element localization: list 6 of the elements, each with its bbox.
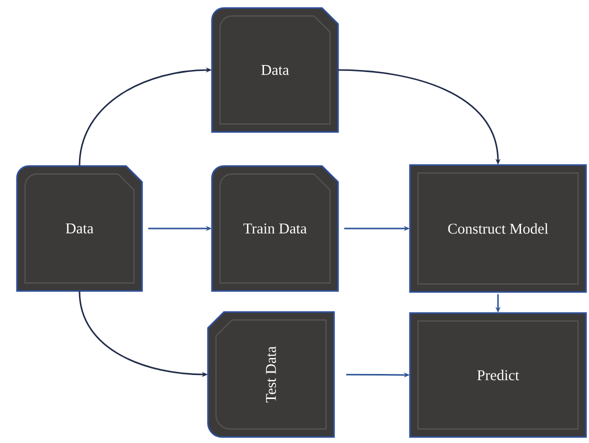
process-box: Train Data [211,165,339,292]
process-box: Predict [409,312,587,438]
process-box: Construct Model [409,164,587,293]
process-box: Data [16,165,143,292]
process-box: Data [211,7,339,133]
process-box: Test Data [207,311,335,438]
